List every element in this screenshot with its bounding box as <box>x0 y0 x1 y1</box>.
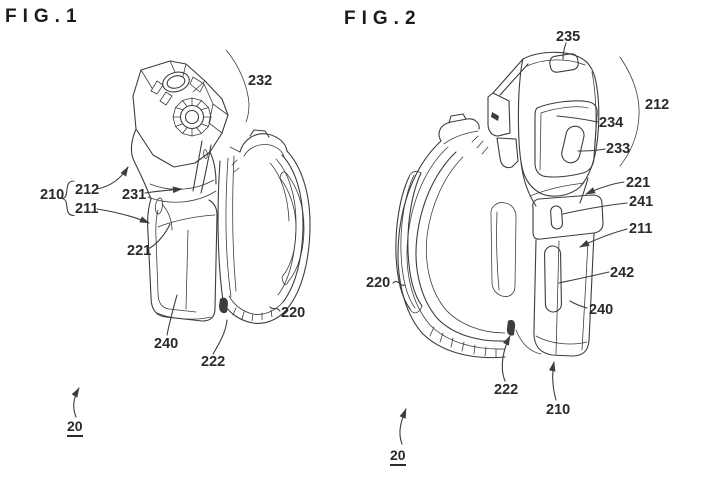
fig2-ref-220: 220 <box>366 275 391 291</box>
fig1-controller-drawing <box>61 49 311 418</box>
fig1-neck <box>130 128 217 203</box>
fig1-ref-210: 210 <box>40 187 65 203</box>
fig2-head <box>487 51 600 197</box>
fig2-ref-211: 211 <box>629 221 653 237</box>
fig2-ref-235: 235 <box>556 29 581 45</box>
fig1-ref-212: 212 <box>75 182 100 198</box>
fig1-head <box>132 60 229 194</box>
fig2-ref-240: 240 <box>589 302 614 318</box>
fig1-title: FIG.1 <box>5 6 83 27</box>
fig2-ring <box>395 113 506 359</box>
fig1-ring <box>217 129 311 324</box>
fig1-ref-222: 222 <box>201 354 226 370</box>
fig2-ref-221: 221 <box>626 175 651 191</box>
fig2-ref-241: 241 <box>629 194 654 210</box>
fig1-ref-211: 211 <box>75 201 99 217</box>
fig1-ref-220: 220 <box>281 305 306 321</box>
fig1-ref-231: 231 <box>122 187 147 203</box>
fig2-ref-234: 234 <box>599 115 624 131</box>
fig1-ref-240: 240 <box>154 336 179 352</box>
fig2-ref-222: 222 <box>494 382 519 398</box>
fig2-controller-drawing <box>392 42 640 445</box>
fig2-neck <box>520 161 589 207</box>
fig1-ref-221: 221 <box>127 243 152 259</box>
fig1-grip <box>147 197 218 322</box>
fig2-band <box>532 194 604 240</box>
fig2-ref-242: 242 <box>610 265 635 281</box>
fig2-title: FIG.2 <box>344 8 422 29</box>
fig1-leader-lines <box>61 49 281 418</box>
fig2-leader-lines <box>392 42 640 445</box>
fig1-ref-232: 232 <box>248 73 273 89</box>
fig2-ref-212: 212 <box>645 97 670 113</box>
fig2-grip <box>490 202 595 357</box>
fig2-ref-20: 20 <box>390 448 406 466</box>
fig2-ref-233: 233 <box>606 141 631 157</box>
fig1-ref-20: 20 <box>67 419 83 437</box>
fig2-ref-210: 210 <box>546 402 571 418</box>
